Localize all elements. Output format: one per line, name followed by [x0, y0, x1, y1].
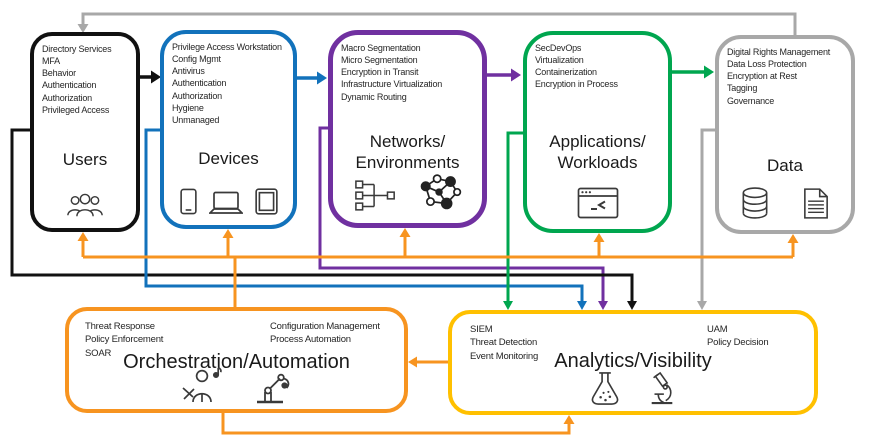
feature-item: SOAR — [85, 347, 112, 359]
robot-arm-icon — [251, 366, 293, 404]
feature-item: Virtualization — [535, 55, 584, 66]
feature-item: UAM — [707, 324, 728, 335]
arrow-users-to-devices — [138, 70, 161, 84]
feature-item: Event Monitoring — [470, 350, 539, 362]
tablet-icon — [254, 188, 278, 215]
conductor-icon — [181, 366, 225, 404]
feature-item: Behavior — [42, 68, 76, 79]
arrow-networks-to-analytics — [318, 126, 608, 310]
feature-item: Infrastructure Virtualization — [341, 79, 443, 90]
feature-item: MFA — [42, 56, 60, 67]
feature-item: Privilege Access Workstation — [172, 42, 282, 52]
document-icon — [803, 187, 829, 220]
feature-item: Encryption in Transit — [341, 67, 419, 78]
segmentation-icon — [354, 178, 398, 213]
orchestration-title: Orchestration/Automation — [123, 351, 350, 373]
feature-item: Authorization — [42, 92, 92, 103]
arrow-orchestration-to-analytics — [221, 413, 575, 435]
microscope-icon — [647, 371, 677, 406]
feature-item: Policy Decision — [707, 337, 769, 349]
feature-item: Digital Rights Management — [727, 47, 831, 57]
feature-item: Unmanaged — [172, 114, 220, 125]
arrow-orchestration-to-pillars — [77, 228, 799, 307]
feature-item: Dynamic Routing — [341, 91, 407, 102]
applications-title: Applications/ Workloads — [549, 132, 646, 172]
feature-item: Antivirus — [172, 66, 205, 77]
arrow-applications-to-analytics — [503, 131, 523, 310]
feature-item: Authentication — [42, 80, 97, 91]
arrow-networks-to-applications — [487, 68, 521, 82]
data-title: Data — [767, 155, 803, 175]
mesh-network-icon — [418, 173, 462, 213]
feature-item: Directory Services — [42, 44, 112, 54]
arrow-data-to-users — [77, 12, 797, 35]
feature-item: Threat Detection — [470, 337, 538, 349]
feature-item: Threat Response — [85, 321, 155, 332]
database-icon — [741, 186, 769, 220]
feature-item: Encryption at Rest — [727, 71, 797, 82]
feature-item: Authorization — [172, 90, 222, 101]
feature-item: Privileged Access — [42, 104, 110, 115]
feature-item: Governance — [727, 95, 775, 106]
feature-item: Tagging — [727, 83, 758, 94]
feature-item: Configuration Management — [270, 321, 380, 332]
smartphone-icon — [179, 188, 197, 215]
feature-item: Policy Enforcement — [85, 334, 164, 346]
flask-icon — [589, 371, 621, 406]
feature-item: SecDevOps — [535, 43, 582, 53]
feature-item: Process Automation — [270, 334, 351, 346]
feature-item: Micro Segmentation — [341, 55, 418, 66]
feature-item: Macro Segmentation — [341, 43, 421, 53]
arrow-data-to-analytics — [697, 128, 715, 310]
devices-title: Devices — [198, 148, 259, 168]
networks-title: Networks/ Environments — [355, 132, 460, 172]
analytics-right-list: UAM Policy Decision — [707, 323, 769, 350]
arrow-users-to-analytics — [10, 128, 637, 310]
arrow-applications-to-data — [672, 65, 714, 79]
feature-item: Data Loss Protection — [727, 59, 807, 70]
arrow-devices-to-networks — [297, 71, 327, 85]
feature-item: Authentication — [172, 78, 227, 89]
app-window-icon — [577, 187, 619, 219]
users-title: Users — [62, 149, 108, 169]
laptop-icon — [208, 191, 243, 215]
feature-item: Config Mgmt — [172, 54, 221, 65]
arrow-analytics-to-orchestration — [408, 356, 448, 368]
feature-item: Containerization — [535, 67, 597, 78]
feature-item: Encryption in Process — [535, 79, 618, 90]
feature-item: Hygiene — [172, 102, 204, 113]
users-group-icon — [65, 191, 105, 218]
feature-item: SIEM — [470, 324, 493, 335]
analytics-title: Analytics/Visibility — [554, 350, 712, 372]
arrow-devices-to-analytics — [144, 128, 587, 310]
